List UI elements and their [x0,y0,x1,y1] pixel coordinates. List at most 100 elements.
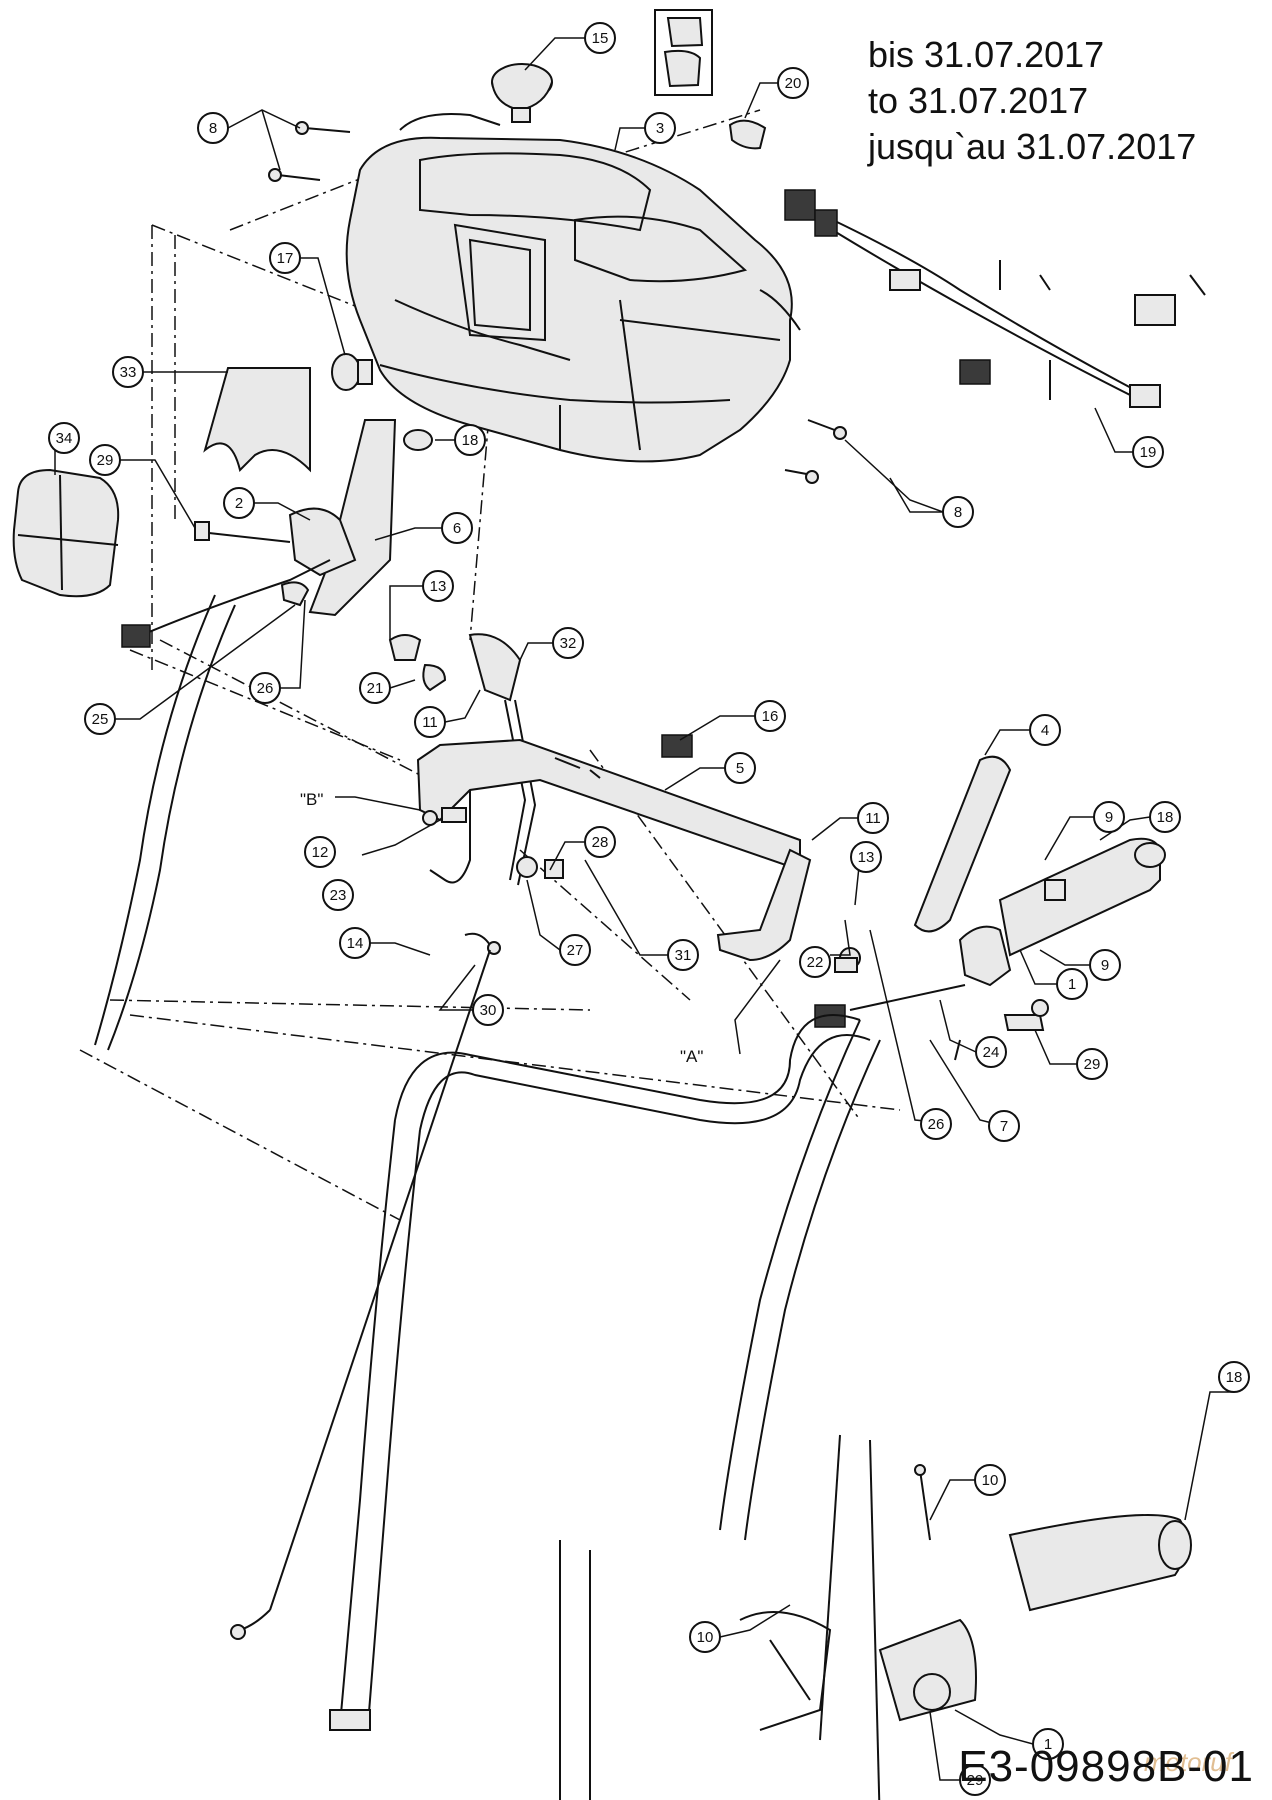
validity-line-fr: jusqu`au 31.07.2017 [868,126,1197,167]
svg-text:18: 18 [1157,809,1174,826]
svg-text:31: 31 [675,947,692,964]
callout-18b: 18 [1149,801,1181,833]
svg-text:34: 34 [56,430,73,447]
svg-text:18: 18 [1226,1369,1243,1386]
svg-text:28: 28 [592,834,609,851]
cable [230,949,491,1640]
callout-17: 17 [269,242,301,274]
callout-11b: 11 [857,802,889,834]
left-handle-assembly [121,419,447,692]
callout-30: 30 [472,994,504,1026]
svg-text:23: 23 [330,887,347,904]
callout-9a: 9 [1093,801,1125,833]
svg-text:11: 11 [865,810,881,827]
knob [491,63,553,123]
svg-text:29: 29 [97,452,114,469]
reference-label-b: "B" [300,790,323,809]
callout-24: 24 [975,1036,1007,1068]
svg-text:10: 10 [697,1629,714,1646]
bulb [331,353,373,391]
watermark: motoruf [1143,1747,1232,1777]
callout-15: 15 [584,22,616,54]
svg-text:17: 17 [277,250,294,267]
callout-10a: 10 [974,1464,1006,1496]
callout-18c: 18 [1218,1361,1250,1393]
svg-text:13: 13 [858,849,875,866]
callouts: 15 3 20 8 17 33 18 34 29 2 6 13 19 8 25 … [48,22,1250,1796]
lever [468,633,537,886]
callout-19: 19 [1132,436,1164,468]
svg-text:10: 10 [982,1472,999,1489]
callout-7: 7 [988,1110,1020,1142]
svg-text:2: 2 [235,495,243,512]
detail-inset [654,9,713,96]
callout-13a: 13 [422,570,454,602]
callout-12: 12 [304,836,336,868]
callout-13b: 13 [850,841,882,873]
callout-8a: 8 [197,112,229,144]
callout-27: 27 [559,934,591,966]
svg-text:5: 5 [736,760,744,777]
svg-text:20: 20 [785,75,802,92]
callout-3: 3 [644,112,676,144]
panel [203,367,311,473]
callout-4: 4 [1029,714,1061,746]
callout-31: 31 [667,939,699,971]
svg-text:29: 29 [1084,1056,1101,1073]
callout-1a: 1 [1056,968,1088,1000]
svg-text:19: 19 [1140,444,1157,461]
callout-25: 25 [84,703,116,735]
handle-tubes [94,594,881,1800]
callout-6: 6 [441,512,473,544]
svg-text:7: 7 [1000,1118,1008,1135]
callout-11a: 11 [414,706,446,738]
callout-33: 33 [112,356,144,388]
screws [268,121,847,484]
svg-text:29: 29 [967,1772,984,1789]
clip [728,119,767,150]
callout-21: 21 [359,672,391,704]
svg-text:3: 3 [656,120,664,137]
svg-text:30: 30 [480,1002,497,1019]
svg-text:1: 1 [1068,976,1076,993]
lower-detail [739,1434,1192,1800]
document-number: E3-09898B-01 [958,1742,1254,1791]
callout-16: 16 [754,700,786,732]
callout-1b: 1 [1032,1728,1064,1760]
callout-14: 14 [339,927,371,959]
callout-10b: 10 [689,1621,721,1653]
callout-22: 22 [799,946,831,978]
callout-8b: 8 [942,496,974,528]
callout-20: 20 [777,67,809,99]
svg-text:13: 13 [430,578,447,595]
callout-29b: 29 [1076,1048,1108,1080]
svg-text:1: 1 [1044,1736,1052,1753]
svg-text:9: 9 [1101,957,1109,974]
reference-label-a: "A" [680,1047,703,1066]
callout-26b: 26 [920,1108,952,1140]
leader-lines [54,37,1234,1781]
callout-9b: 9 [1089,949,1121,981]
svg-text:32: 32 [560,635,577,652]
callout-29a: 29 [89,444,121,476]
callout-2: 2 [223,487,255,519]
dashboard-bar [416,734,812,962]
svg-text:8: 8 [209,120,217,137]
wiring-harness [784,189,1206,408]
svg-text:21: 21 [367,680,384,697]
svg-text:16: 16 [762,708,779,725]
svg-text:14: 14 [347,935,364,952]
right-handle-assembly [814,755,1166,1061]
svg-text:26: 26 [928,1116,945,1133]
callout-26a: 26 [249,672,281,704]
callout-18a: 18 [454,424,486,456]
svg-text:8: 8 [954,504,962,521]
callout-29c: 29 [959,1764,991,1796]
svg-text:15: 15 [592,30,609,47]
callout-34: 34 [48,422,80,454]
svg-text:12: 12 [312,844,329,861]
validity-line-de: bis 31.07.2017 [868,34,1105,75]
svg-text:33: 33 [120,364,137,381]
svg-text:11: 11 [422,714,438,731]
